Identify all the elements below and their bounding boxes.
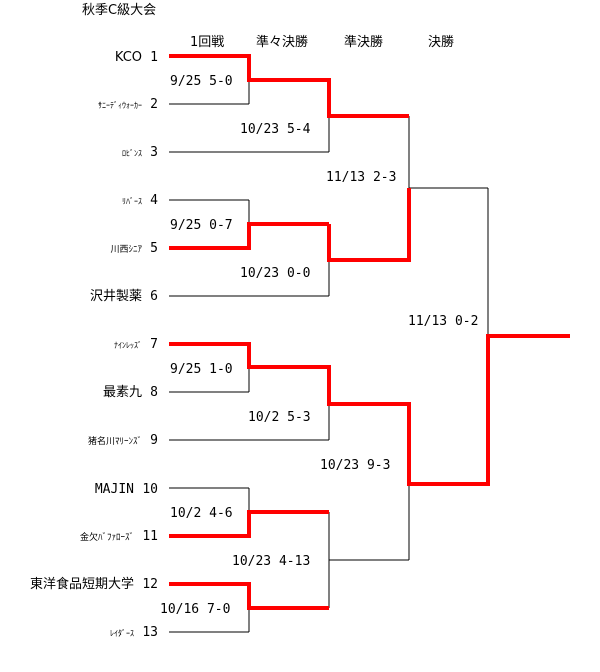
team-name-11: 金欠ﾊﾞﾌｧﾛｰｽﾞ: [80, 531, 134, 543]
seed-10: 10: [142, 482, 158, 497]
match-results: 9/25 5-0 10/23 5-4 11/13 2-3 9/25 0-7 10…: [160, 74, 478, 617]
result-sf-top: 11/13 2-3: [326, 170, 396, 185]
round-header-final: 決勝: [428, 35, 454, 50]
win-path-team-5: [169, 222, 329, 250]
team-name-2: ｻﾆｰﾃﾞｨｳｫｰｶｰ: [98, 101, 142, 110]
seed-4: 4: [150, 193, 158, 208]
team-name-4: ﾘﾊﾞｰｽ: [122, 197, 142, 206]
bracket-lines-red: [169, 54, 570, 610]
team-name-6: 沢井製薬: [90, 289, 142, 304]
round-header-semifinal: 準決勝: [344, 34, 383, 50]
round-header-quarterfinal: 準々決勝: [256, 34, 308, 50]
result-sf-bottom: 10/23 9-3: [320, 458, 390, 473]
seed-12: 12: [142, 577, 158, 592]
win-path-team-12: [169, 582, 329, 610]
seed-8: 8: [150, 385, 158, 400]
result-final: 11/13 0-2: [408, 314, 478, 329]
team-list: KCO ｻﾆｰﾃﾞｨｳｫｰｶｰ ﾛﾋﾞﾝｽ ﾘﾊﾞｰｽ 川西ｼﾆｱ 沢井製薬 ﾅ…: [30, 50, 143, 638]
win-path-team-1: [169, 54, 409, 118]
result-qf-78-9: 10/2 5-3: [248, 410, 311, 425]
team-name-1: KCO: [115, 50, 142, 65]
seed-6: 6: [150, 289, 158, 304]
result-qf-12-3: 10/23 5-4: [240, 122, 311, 137]
result-r1-7-8: 9/25 1-0: [170, 362, 233, 377]
seed-list: 1 2 3 4 5 6 7 8 9 10 11 12 13: [142, 50, 158, 640]
seed-7: 7: [150, 337, 158, 352]
team-name-9: 猪名川ﾏﾘｰﾝｽﾞ: [88, 435, 142, 447]
result-r1-12-13: 10/16 7-0: [160, 602, 230, 617]
seed-1: 1: [150, 50, 158, 65]
result-r1-10-11: 10/2 4-6: [170, 506, 233, 521]
team-name-3: ﾛﾋﾞﾝｽ: [122, 149, 142, 158]
team-name-12: 東洋食品短期大学: [30, 576, 134, 592]
round-header-1: 1回戦: [190, 35, 224, 50]
seed-11: 11: [142, 529, 158, 544]
result-qf-bottom: 10/23 4-13: [232, 554, 310, 569]
seed-2: 2: [150, 97, 158, 112]
team-name-5: 川西ｼﾆｱ: [110, 244, 142, 255]
team-name-8: 最素九: [103, 385, 142, 400]
win-path-qf-45-6: [327, 188, 411, 262]
bracket-lines-black: [169, 80, 489, 633]
seed-3: 3: [150, 145, 158, 160]
seed-13: 13: [142, 625, 158, 640]
seed-9: 9: [150, 433, 158, 448]
result-qf-45-6: 10/23 0-0: [240, 266, 310, 281]
result-r1-4-5: 9/25 0-7: [170, 218, 233, 233]
team-name-13: ﾚｲﾀﾞｰｽ: [110, 629, 134, 638]
result-r1-1-2: 9/25 5-0: [170, 74, 233, 89]
seed-5: 5: [150, 241, 158, 256]
win-path-team-11: [169, 510, 329, 538]
win-path-team-7: [169, 334, 570, 486]
tournament-title: 秋季C級大会: [82, 3, 156, 18]
team-name-10: MAJIN: [95, 482, 134, 497]
team-name-7: ﾅｲﾝﾚｯｽﾞ: [114, 341, 142, 350]
